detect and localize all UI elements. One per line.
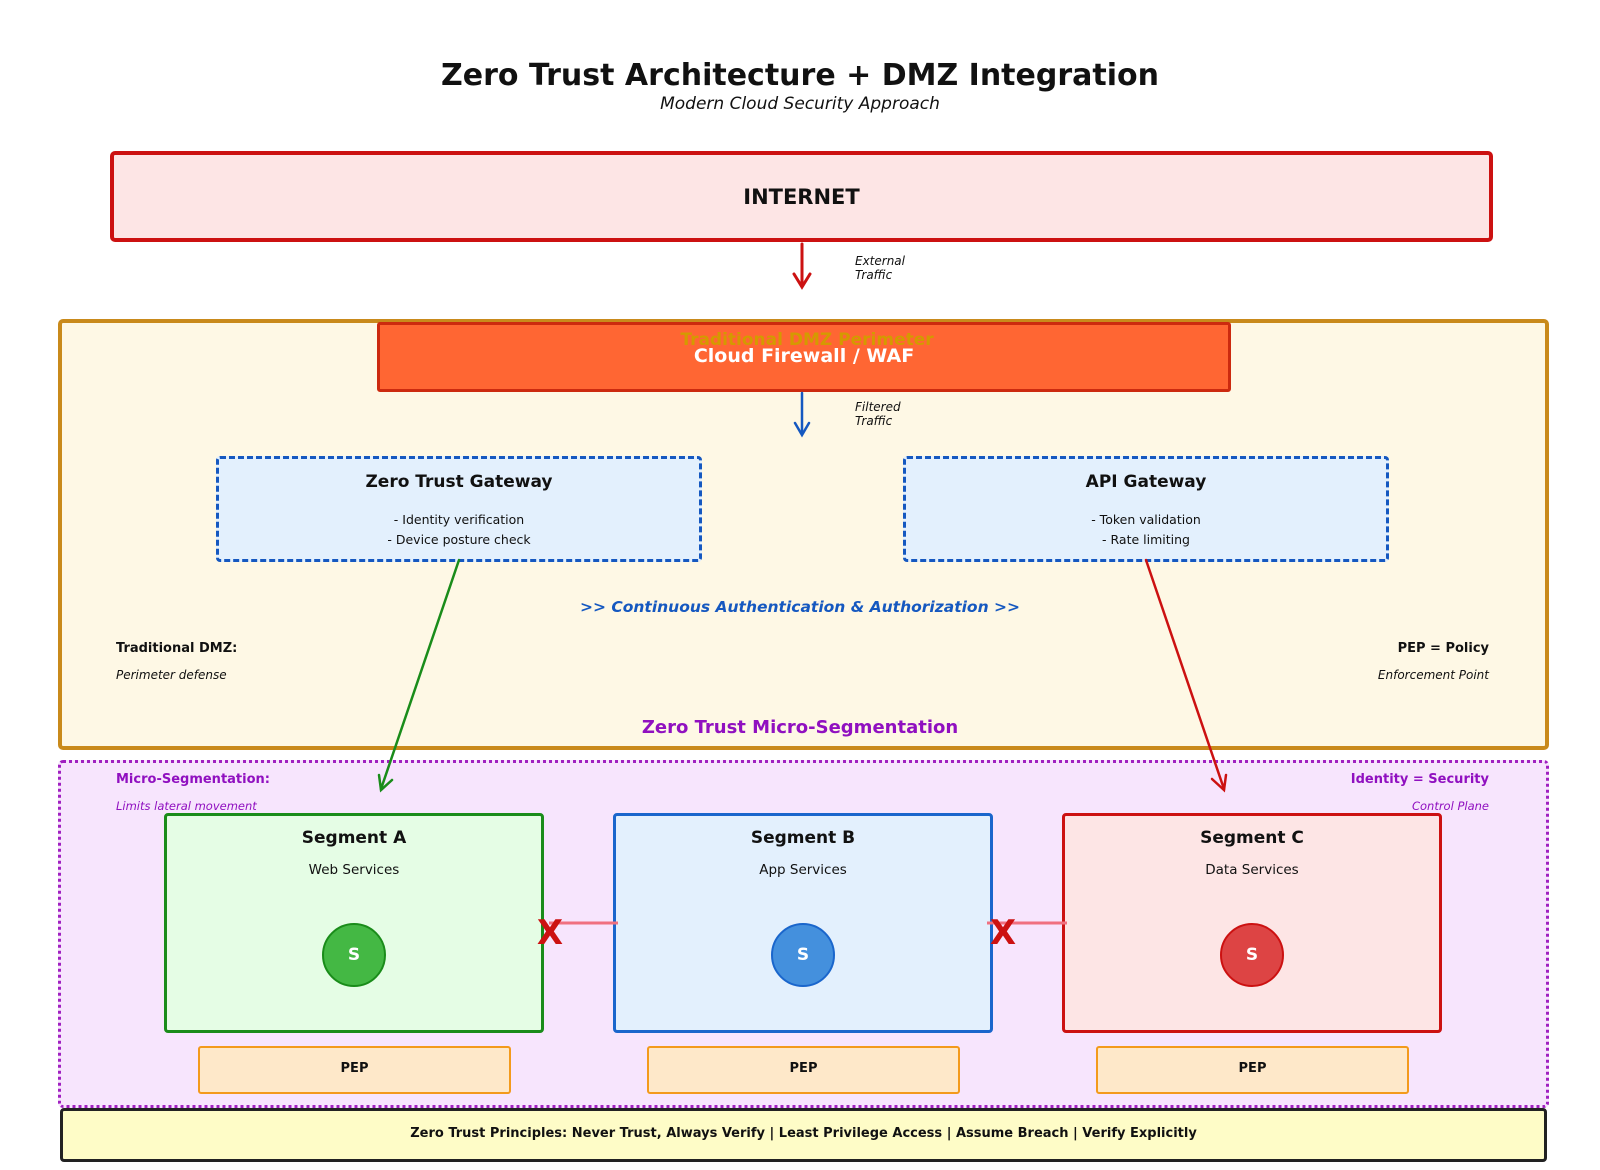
- zero-trust-gateway-item: - Device posture check: [387, 532, 531, 547]
- service-node-c: S: [1220, 923, 1284, 987]
- pep-label-c: PEP: [1238, 1061, 1267, 1076]
- diagram-subtitle: Modern Cloud Security Approach: [660, 94, 940, 114]
- cloud-firewall-box: [377, 322, 1231, 392]
- segment-c-subtitle: Data Services: [1205, 862, 1299, 878]
- segment-a-subtitle: Web Services: [308, 862, 400, 878]
- identity-note-title: Identity = Security: [1350, 772, 1489, 787]
- micro-note-title: Micro-Segmentation:: [116, 772, 270, 787]
- segment-b-title: Segment B: [750, 828, 856, 848]
- zero-trust-gateway-box: [216, 456, 702, 562]
- pep-box-b: [647, 1046, 960, 1094]
- zero-trust-gateway-title: Zero Trust Gateway: [365, 472, 553, 492]
- dmz-note-desc: Perimeter defense: [116, 668, 227, 682]
- internet-to-firewall-arrow: [792, 242, 812, 290]
- service-node-a: S: [322, 923, 386, 987]
- zero-trust-gateway-item: - Identity verification: [393, 512, 525, 527]
- firewall-to-gateways-arrow: [793, 391, 811, 438]
- principles-box: [60, 1108, 1547, 1162]
- pep-box-a: [198, 1046, 511, 1094]
- pep-note-desc: Enforcement Point: [1377, 668, 1489, 682]
- pep-note-title: PEP = Policy: [1397, 641, 1489, 656]
- identity-note-desc: Control Plane: [1411, 799, 1489, 813]
- blocked-x-marker-a-b: X: [537, 913, 563, 953]
- pep-label-b: PEP: [789, 1061, 818, 1076]
- segment-b-subtitle: App Services: [759, 862, 847, 878]
- service-node-b: S: [771, 923, 835, 987]
- api-gateway-item: - Rate limiting: [1102, 532, 1190, 547]
- internet-label: INTERNET: [743, 185, 860, 209]
- dmz-perimeter-title: Traditional DMZ Perimeter: [680, 330, 934, 350]
- pep-box-c: [1096, 1046, 1409, 1094]
- blocked-x-marker-b-c: X: [990, 913, 1016, 953]
- internet-zone: [110, 151, 1493, 242]
- cloud-firewall-label: Cloud Firewall / WAF: [693, 345, 915, 367]
- diagram-title: Zero Trust Architecture + DMZ Integratio…: [441, 58, 1159, 93]
- api-gateway-title: API Gateway: [1085, 472, 1207, 492]
- segment-c-title: Segment C: [1200, 828, 1304, 848]
- pep-label-a: PEP: [340, 1061, 369, 1076]
- principles-label: Zero Trust Principles: Never Trust, Alwa…: [410, 1126, 1197, 1141]
- api-gateway-to-segment-c-arrow: [1144, 558, 1228, 793]
- continuous-auth-label: >> Continuous Authentication & Authoriza…: [580, 598, 1020, 616]
- micro-segmentation-title: Zero Trust Micro-Segmentation: [641, 717, 959, 738]
- micro-note-desc: Limits lateral movement: [116, 799, 257, 813]
- segment-a-title: Segment A: [301, 828, 407, 848]
- segment-c-box: [1062, 813, 1442, 1033]
- zt-gateway-to-segment-a-arrow: [377, 558, 461, 793]
- api-gateway-item: - Token validation: [1091, 512, 1201, 527]
- dmz-note-title: Traditional DMZ:: [116, 641, 238, 656]
